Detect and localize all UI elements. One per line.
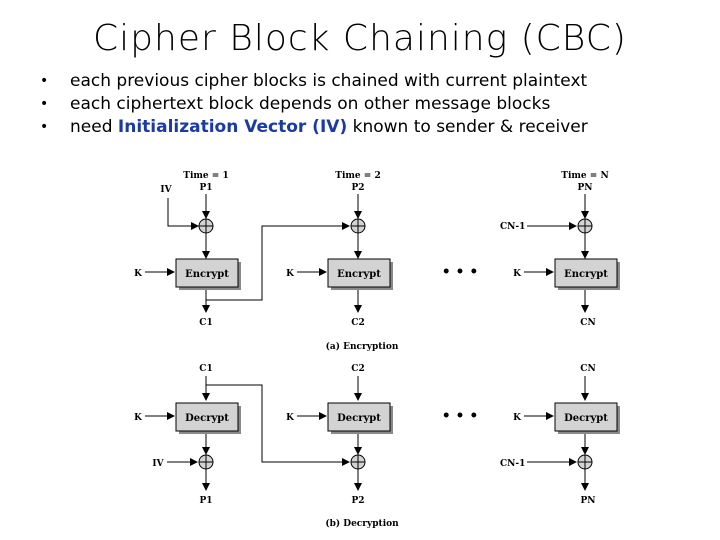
- decryption-caption: (b) Decryption: [325, 518, 399, 529]
- dec-xor-2: [350, 454, 366, 470]
- decrypt-block-label: Decrypt: [185, 413, 229, 424]
- dec-xor-1: [198, 454, 214, 470]
- dec-key-label-2: K: [286, 413, 295, 423]
- dec-chain-line: [206, 384, 350, 466]
- bullet-highlight: Initialization Vector (IV): [117, 117, 348, 137]
- decrypt-block-1: Decrypt: [175, 402, 241, 434]
- decrypt-block-label: Decrypt: [337, 413, 381, 424]
- time-label-n: Time = N: [561, 171, 608, 181]
- enc-key-label-1: K: [134, 269, 143, 279]
- encrypt-block-1: Encrypt: [175, 258, 241, 290]
- decrypt-block-n: Decrypt: [554, 402, 620, 434]
- dec-plaintext-n: PN: [581, 496, 596, 506]
- enc-iv-line: [167, 198, 199, 230]
- enc-ciphertext-1: C1: [199, 318, 212, 328]
- bullet-list: • each previous cipher blocks is chained…: [40, 70, 588, 139]
- time-label-1: Time = 1: [183, 171, 228, 181]
- bullet-text-after: known to sender & receiver: [347, 117, 588, 137]
- enc-ellipsis: • • •: [442, 264, 479, 280]
- dec-key-label-n: K: [513, 413, 522, 423]
- dec-ciphertext-2: C2: [351, 364, 364, 374]
- enc-prev-cipher-label: CN-1: [500, 222, 525, 232]
- bullet-text-before: need: [70, 117, 118, 137]
- dec-key-label-1: K: [134, 413, 143, 423]
- encrypt-block-n: Encrypt: [554, 258, 620, 290]
- dec-ciphertext-n: CN: [580, 364, 595, 374]
- enc-key-label-n: K: [513, 269, 522, 279]
- enc-iv-label: IV: [160, 185, 172, 195]
- enc-plaintext-n: PN: [578, 183, 593, 193]
- dec-plaintext-2: P2: [351, 496, 364, 506]
- enc-chain-line: [206, 222, 350, 301]
- enc-plaintext-2: P2: [351, 183, 364, 193]
- dec-plaintext-1: P1: [199, 496, 212, 506]
- enc-xor-2: [350, 218, 366, 234]
- enc-ciphertext-2: C2: [351, 318, 364, 328]
- enc-ciphertext-n: CN: [580, 318, 595, 328]
- decrypt-block-2: Decrypt: [327, 402, 393, 434]
- bullet-text: each previous cipher blocks is chained w…: [70, 71, 588, 91]
- enc-plaintext-1: P1: [199, 183, 212, 193]
- bullet-dot: •: [40, 73, 49, 89]
- bullet-text: each ciphertext block depends on other m…: [70, 94, 551, 114]
- dec-ellipsis: • • •: [442, 408, 479, 424]
- encrypt-block-2: Encrypt: [327, 258, 393, 290]
- slide-title: Cipher Block Chaining (CBC): [93, 18, 627, 59]
- encrypt-block-label: Encrypt: [564, 269, 608, 280]
- bullet-dot: •: [40, 96, 49, 112]
- bullet-item: • need Initialization Vector (IV) known …: [40, 116, 588, 139]
- encrypt-block-label: Encrypt: [185, 269, 229, 280]
- enc-key-label-2: K: [286, 269, 295, 279]
- enc-xor-n: [577, 218, 593, 234]
- decrypt-block-label: Decrypt: [564, 413, 608, 424]
- dec-iv-label: IV: [152, 459, 164, 469]
- encrypt-block-label: Encrypt: [337, 269, 381, 280]
- bullet-item: • each previous cipher blocks is chained…: [40, 70, 588, 93]
- bullet-dot: •: [40, 119, 49, 135]
- bullet-item: • each ciphertext block depends on other…: [40, 93, 588, 116]
- enc-xor-1: [198, 218, 214, 234]
- encryption-caption: (a) Encryption: [326, 341, 399, 352]
- time-label-2: Time = 2: [335, 171, 380, 181]
- dec-ciphertext-1: C1: [199, 364, 212, 374]
- dec-prev-cipher-label: CN-1: [500, 459, 525, 469]
- dec-xor-n: [577, 454, 593, 470]
